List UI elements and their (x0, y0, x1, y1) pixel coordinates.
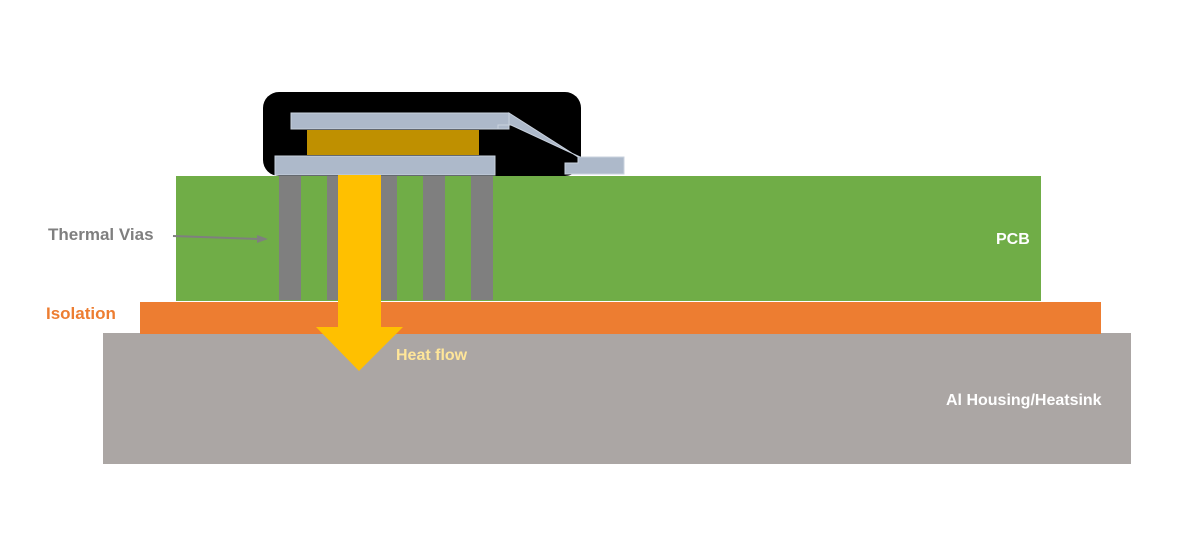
thermal-via (423, 176, 445, 300)
isolation-label: Isolation (46, 304, 116, 323)
housing-label: Al Housing/Heatsink (946, 392, 1102, 409)
pcb-layer (176, 176, 1041, 301)
thermal-vias-label: Thermal Vias (48, 225, 154, 244)
thermal-vias-pointer (172, 235, 259, 240)
leadframe-top (290, 112, 510, 130)
housing-layer (103, 333, 1131, 464)
thermal-via (279, 176, 301, 300)
pcb-label: PCB (996, 231, 1030, 248)
isolation-layer (140, 302, 1101, 334)
thermal-vias-pointer-head (257, 235, 268, 243)
package-lead (497, 112, 625, 175)
die (307, 130, 479, 155)
thermal-via (471, 176, 493, 300)
exposed-pad (274, 155, 496, 176)
heat-flow-label: Heat flow (396, 347, 468, 364)
heat-flow-arrow (316, 175, 403, 371)
